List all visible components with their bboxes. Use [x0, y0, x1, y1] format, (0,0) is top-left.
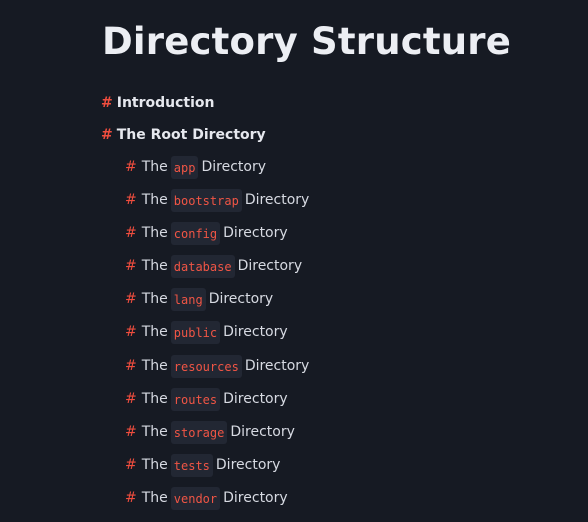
toc-link-config-directory[interactable]: The config Directory: [142, 221, 288, 245]
code-snippet: bootstrap: [170, 188, 242, 212]
link-prefix: The: [141, 258, 168, 274]
toc-link-routes-directory[interactable]: The routes Directory: [142, 387, 288, 411]
toc-item-bootstrap-directory[interactable]: # The bootstrap Directory: [125, 188, 309, 212]
code-snippet: storage: [170, 420, 228, 444]
toc-link-bootstrap-directory[interactable]: The bootstrap Directory: [141, 188, 310, 212]
hash-icon: #: [125, 192, 137, 208]
page-title: Directory Structure: [102, 20, 512, 63]
link-suffix: Directory: [223, 391, 288, 407]
hash-icon: #: [125, 358, 137, 374]
link-prefix: The: [141, 159, 168, 175]
link-prefix: The: [141, 358, 168, 374]
hash-icon: #: [125, 225, 137, 241]
link-prefix: The: [141, 291, 168, 307]
toc-link-database-directory[interactable]: The database Directory: [142, 254, 302, 278]
toc-item-database-directory[interactable]: # The database Directory: [125, 254, 302, 278]
hash-icon: #: [101, 95, 113, 111]
toc-link-resources-directory[interactable]: The resources Directory: [141, 354, 310, 378]
toc-item-public-directory[interactable]: # The public Directory: [125, 320, 288, 344]
link-suffix: Directory: [223, 324, 288, 340]
toc-item-app-directory[interactable]: # The app Directory: [125, 155, 266, 179]
link-prefix: The: [141, 424, 168, 440]
link-suffix: Directory: [244, 192, 310, 208]
toc-item-root-directory[interactable]: # The Root Directory: [101, 123, 266, 147]
link-suffix: Directory: [230, 424, 295, 440]
link-prefix: The: [141, 324, 168, 340]
toc-item-introduction[interactable]: # Introduction: [101, 91, 215, 115]
toc-link-app-directory[interactable]: The app Directory: [142, 155, 266, 179]
toc-item-config-directory[interactable]: # The config Directory: [125, 221, 288, 245]
toc-link-public-directory[interactable]: The public Directory: [142, 320, 288, 344]
toc-item-tests-directory[interactable]: # The tests Directory: [125, 453, 280, 477]
link-prefix: The: [141, 457, 168, 473]
toc-link-storage-directory[interactable]: The storage Directory: [142, 420, 295, 444]
hash-icon: #: [125, 291, 137, 307]
code-snippet: app: [170, 155, 199, 179]
link-suffix: Directory: [223, 490, 288, 506]
code-snippet: lang: [170, 287, 206, 311]
toc-link-lang-directory[interactable]: The lang Directory: [142, 287, 273, 311]
link-suffix: Directory: [244, 358, 310, 374]
code-snippet: tests: [170, 453, 213, 477]
hash-icon: #: [125, 258, 137, 274]
link-prefix: The: [141, 225, 168, 241]
toc-item-resources-directory[interactable]: # The resources Directory: [125, 354, 309, 378]
toc-link-vendor-directory[interactable]: The vendor Directory: [142, 486, 288, 510]
link-suffix: Directory: [201, 159, 266, 175]
link-suffix: Directory: [237, 258, 303, 274]
hash-icon: #: [101, 127, 113, 143]
toc-link-tests-directory[interactable]: The tests Directory: [141, 453, 281, 477]
link-suffix: Directory: [223, 225, 288, 241]
toc-item-routes-directory[interactable]: # The routes Directory: [125, 387, 288, 411]
code-snippet: config: [170, 221, 221, 245]
toc-link-root-directory[interactable]: The Root Directory: [116, 127, 266, 143]
link-suffix: Directory: [215, 457, 281, 473]
code-snippet: resources: [170, 354, 242, 378]
code-snippet: database: [170, 254, 235, 278]
toc-item-vendor-directory[interactable]: # The vendor Directory: [125, 486, 288, 510]
hash-icon: #: [125, 424, 137, 440]
hash-icon: #: [125, 490, 137, 506]
hash-icon: #: [125, 391, 137, 407]
link-suffix: Directory: [208, 291, 274, 307]
link-prefix: The: [141, 391, 168, 407]
link-prefix: The: [141, 192, 168, 208]
link-prefix: The: [141, 490, 168, 506]
hash-icon: #: [125, 159, 137, 175]
code-snippet: routes: [170, 387, 221, 411]
toc-item-storage-directory[interactable]: # The storage Directory: [125, 420, 295, 444]
code-snippet: vendor: [170, 486, 221, 510]
toc-item-lang-directory[interactable]: # The lang Directory: [125, 287, 273, 311]
toc-link-introduction[interactable]: Introduction: [116, 95, 215, 111]
hash-icon: #: [125, 457, 137, 473]
hash-icon: #: [125, 324, 137, 340]
code-snippet: public: [170, 320, 221, 344]
